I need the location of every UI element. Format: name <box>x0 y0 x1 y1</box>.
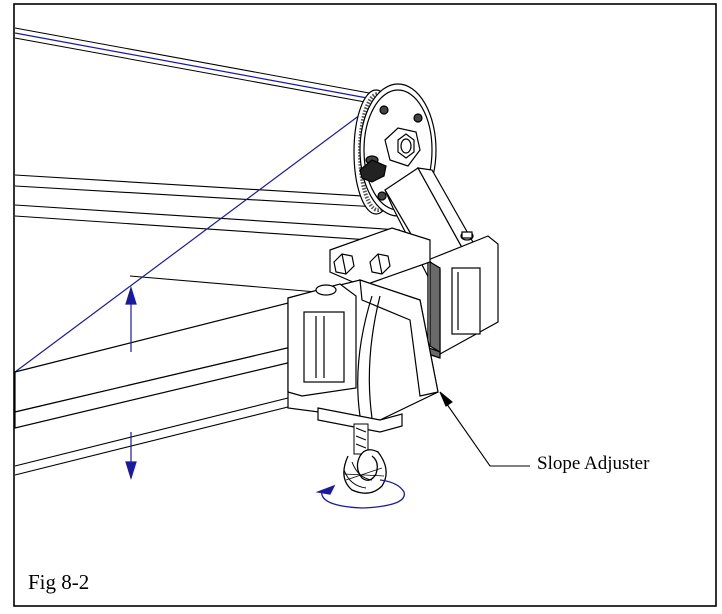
crank-hook <box>343 423 387 494</box>
callout-leader <box>439 391 530 467</box>
adjuster-housing <box>287 227 439 433</box>
back-frame-rails <box>14 174 401 295</box>
front-arm-bar <box>14 299 301 476</box>
hex-nut <box>359 127 421 183</box>
awning-fabric-edge <box>14 27 381 373</box>
callout-slope-adjuster: Slope Adjuster <box>537 453 650 474</box>
slope-range-arrows <box>125 285 137 481</box>
figure-caption: Fig 8-2 <box>28 570 90 594</box>
rotation-arrow <box>315 479 405 509</box>
figure-border <box>13 3 717 607</box>
